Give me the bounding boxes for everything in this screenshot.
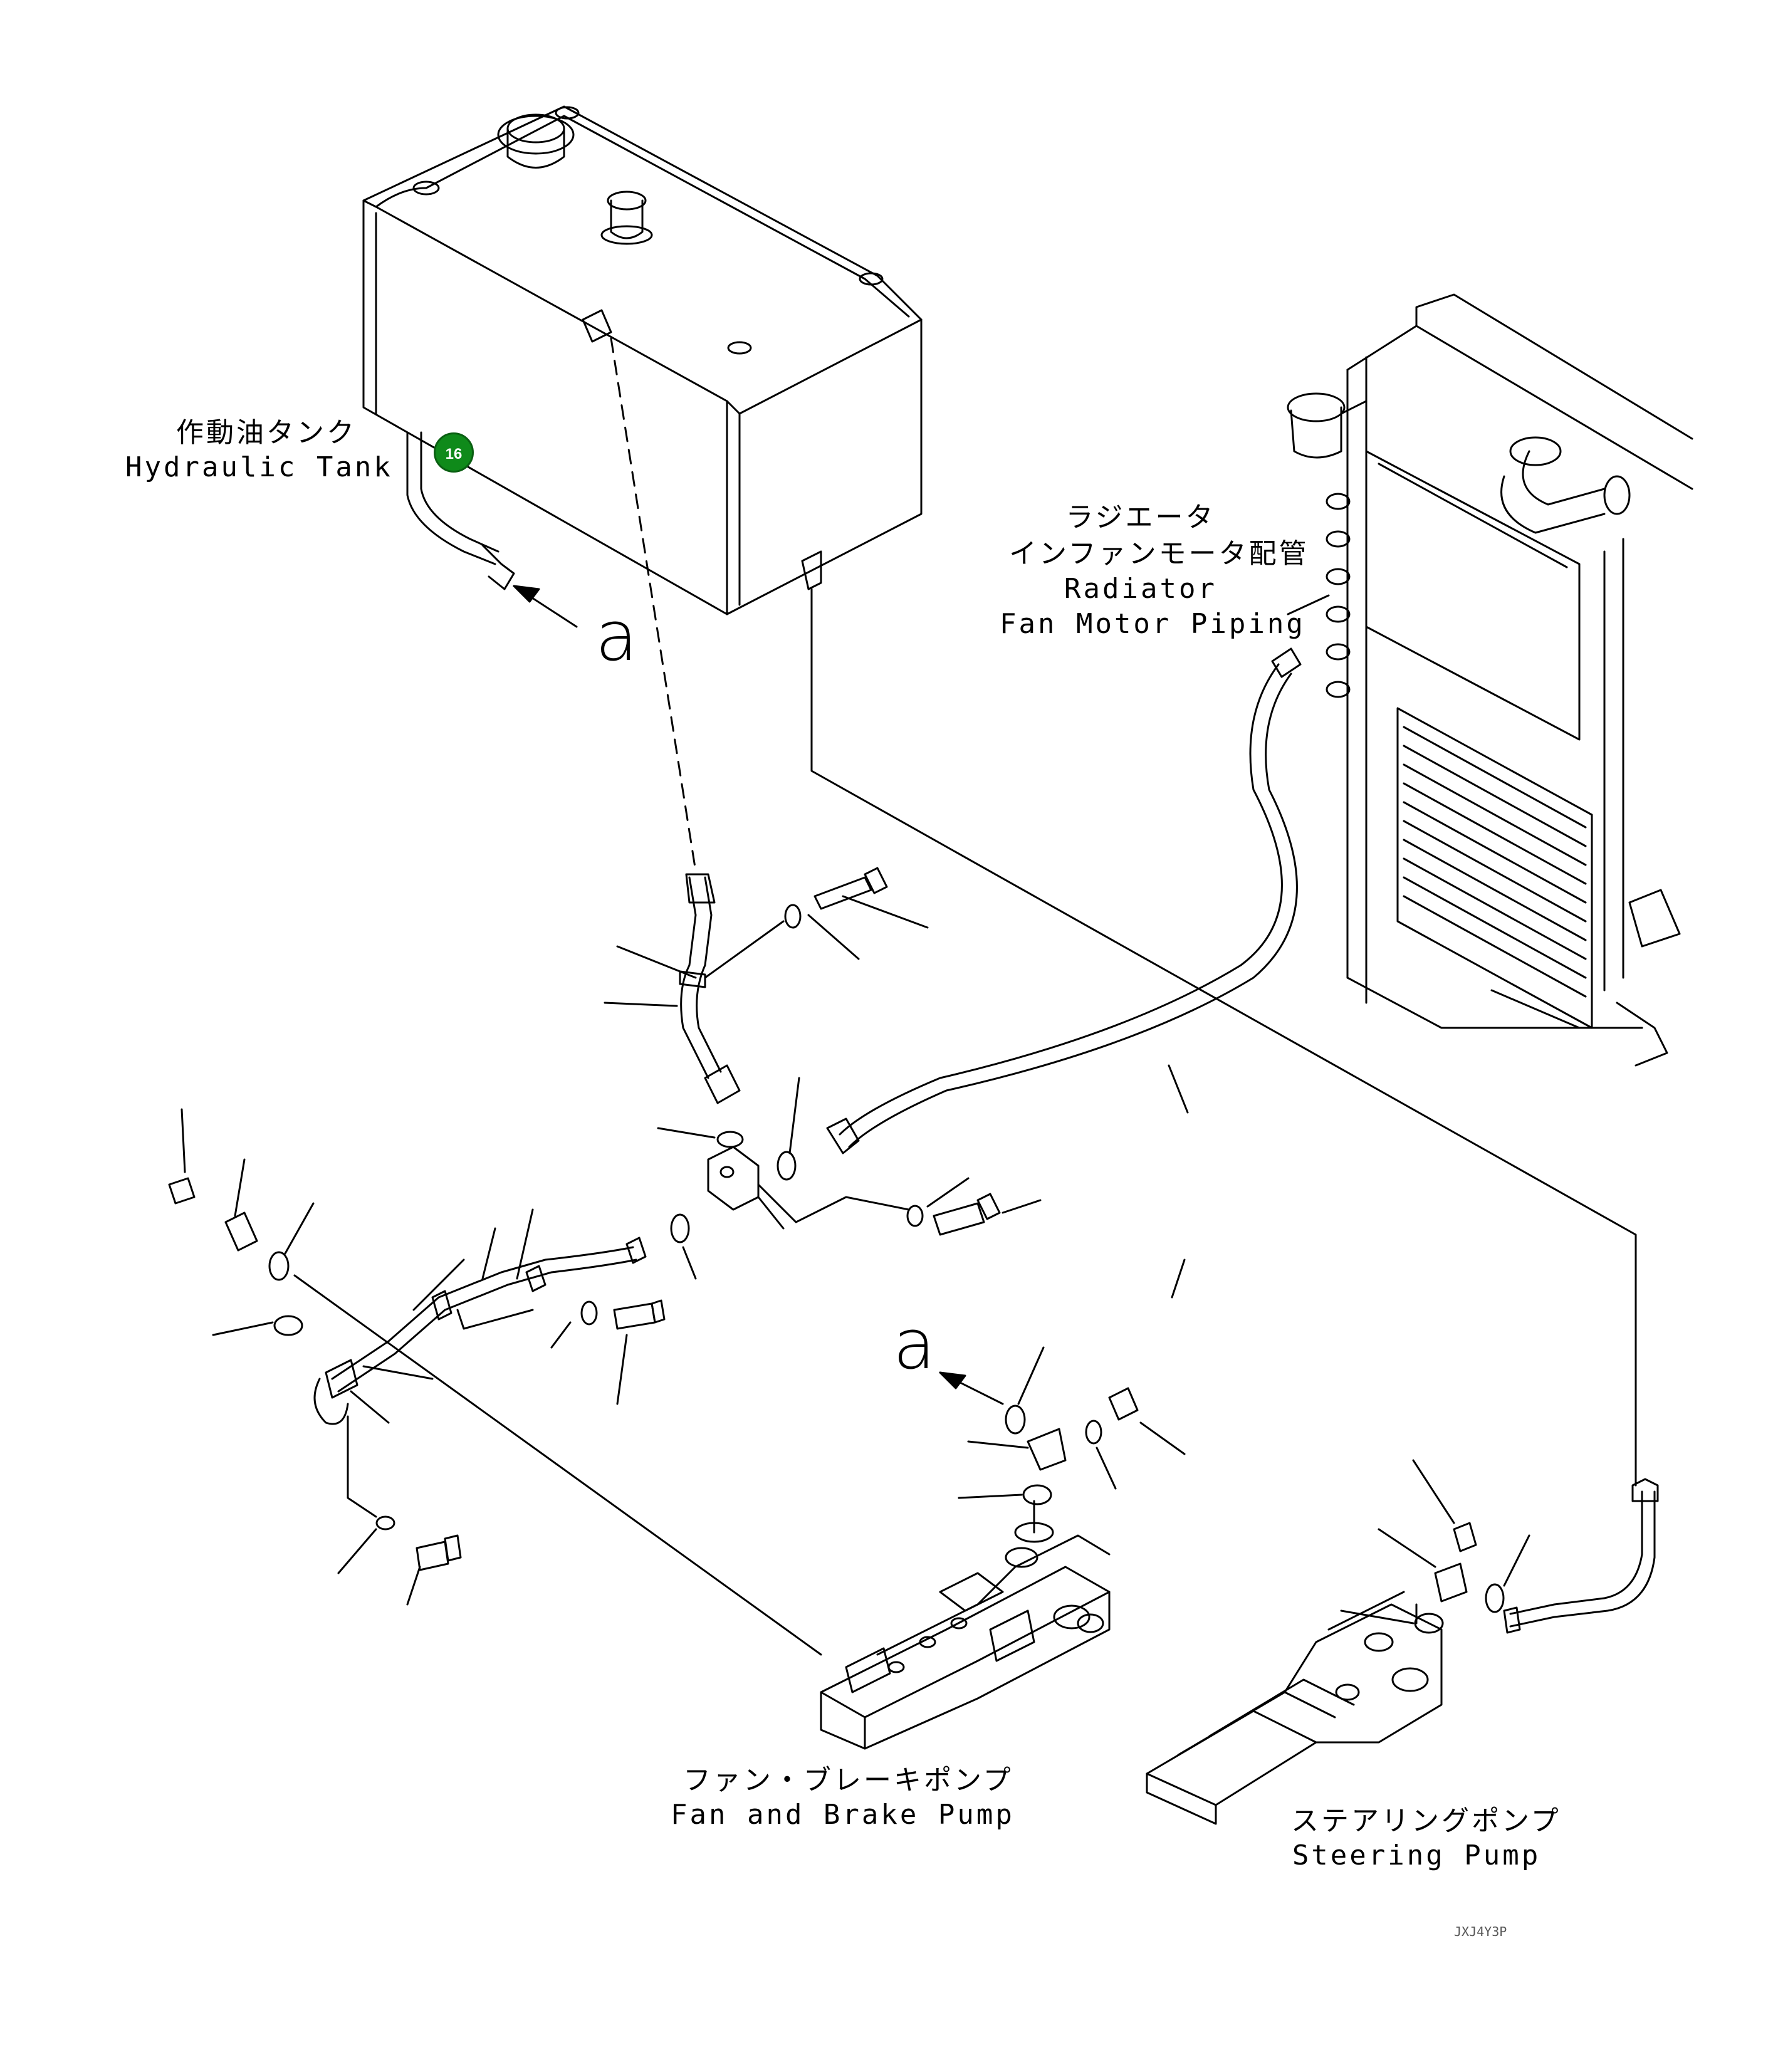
view-arrow-a-tank xyxy=(513,585,578,628)
steering-pump-label-en: Steering Pump xyxy=(1292,1839,1541,1871)
hydraulic-tank-label-jp: 作動油タンク xyxy=(176,417,357,449)
leader-line xyxy=(456,1309,534,1330)
radiator-label-jp-1: ラジエータ xyxy=(1065,501,1216,533)
tank-outlet-hose xyxy=(406,431,515,590)
o-ring xyxy=(1022,1484,1052,1505)
radiator-label-en-1: Radiator xyxy=(1064,573,1217,605)
left-pipe-assembly xyxy=(313,1237,647,1425)
radiator-label-en-2: Fan Motor Piping xyxy=(1000,608,1305,640)
hydraulic-tank-label-en: Hydraulic Tank xyxy=(125,451,393,483)
callout-leaders xyxy=(180,895,1530,1625)
o-ring xyxy=(670,1213,690,1243)
radiator-leader xyxy=(1287,594,1330,615)
fan-motor-hose xyxy=(826,647,1302,1154)
steering-pump-label-jp: ステアリングポンプ xyxy=(1291,1805,1561,1837)
o-ring xyxy=(1085,1420,1102,1445)
fan-brake-pump-label-jp: ファン・ブレーキポンプ xyxy=(683,1764,1013,1796)
steering-pump xyxy=(1146,1478,1659,1825)
o-ring xyxy=(716,1131,744,1148)
hydraulic-tank xyxy=(362,105,923,615)
view-marker-a-top: a xyxy=(595,596,638,676)
view-marker-a-bottom: a xyxy=(893,1304,936,1384)
radiator-label-jp-2: インファンモータ配管 xyxy=(1009,538,1309,570)
o-ring xyxy=(777,1151,797,1181)
o-ring xyxy=(580,1300,598,1326)
leader-line xyxy=(347,1415,377,1518)
o-ring xyxy=(268,1251,290,1281)
upper-clamp-bolt xyxy=(704,867,888,979)
callout-badge-16[interactable]: 16 xyxy=(434,432,474,473)
fan-brake-pump xyxy=(820,1500,1111,1750)
left-fittings xyxy=(168,1177,1477,1603)
o-ring xyxy=(1005,1405,1026,1435)
o-ring xyxy=(1485,1583,1505,1613)
o-ring xyxy=(273,1315,303,1336)
connector-block xyxy=(707,1146,1001,1236)
radiator-assembly xyxy=(1287,293,1693,1067)
upper-hose xyxy=(679,873,741,1104)
dashed-leader xyxy=(610,337,697,872)
return-line xyxy=(810,588,1637,1487)
o-ring xyxy=(1414,1613,1444,1634)
drawing-code: JXJ4Y3P xyxy=(1454,1924,1507,1939)
leader-line xyxy=(293,1274,822,1656)
view-arrow-a-lower xyxy=(939,1371,1004,1405)
fan-brake-pump-label-en: Fan and Brake Pump xyxy=(671,1799,1015,1831)
o-ring xyxy=(375,1515,395,1530)
